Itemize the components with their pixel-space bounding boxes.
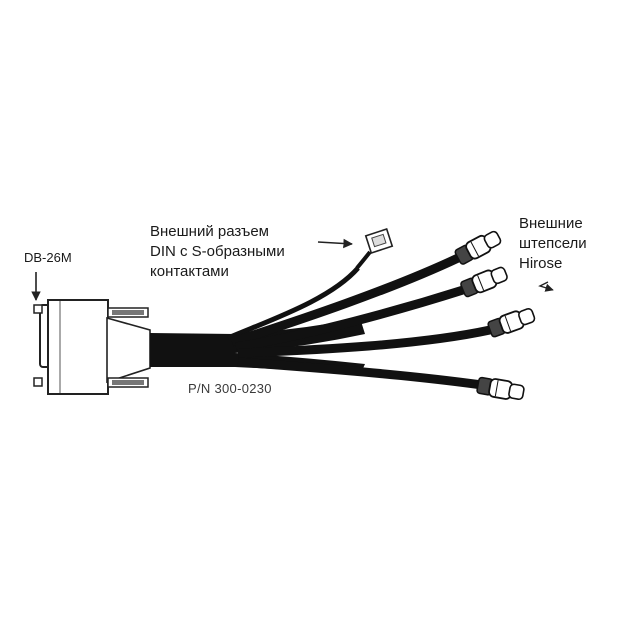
hirose-arrow-icon — [538, 281, 554, 292]
din-connector-label-line-2: DIN с S-образными — [150, 243, 285, 260]
hirose-plug-3 — [487, 308, 536, 338]
hirose-label-line-3: Hirose — [519, 255, 563, 272]
din-connector-label-line-1: Внешний разъем — [150, 223, 269, 240]
hirose-label-line-1: Внешние — [519, 215, 583, 232]
jack-screw-top — [107, 307, 149, 318]
din-connector — [364, 228, 394, 254]
hirose-plug-1 — [454, 230, 502, 265]
db26m-label: DB-26M — [24, 250, 72, 265]
part-number-label: P/N 300-0230 — [188, 381, 272, 396]
db26m-connector — [33, 299, 151, 395]
hirose-label-line-2: штепсели — [519, 235, 587, 252]
jack-screw-bottom — [107, 377, 149, 388]
hirose-plug-4 — [476, 376, 525, 401]
din-connector-label-line-3: контактами — [150, 263, 229, 280]
cable-bundle — [150, 250, 491, 390]
din-arrow-icon — [317, 238, 353, 249]
hirose-plug-2 — [460, 266, 508, 298]
